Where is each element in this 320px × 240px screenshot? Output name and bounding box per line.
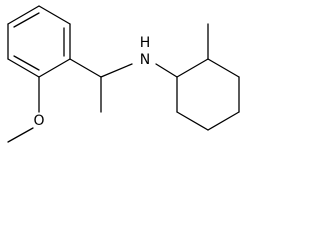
cyclohexane-bond-a bbox=[176, 58, 209, 78]
cyclohexane-ring bbox=[155, 23, 240, 131]
nitrogen-to-ring-bond bbox=[155, 63, 178, 78]
ethyl-linker bbox=[69, 58, 133, 113]
benzene-ring bbox=[7, 5, 71, 78]
hydrogen-atom-label: H bbox=[140, 35, 151, 51]
amine-nh-label: H N bbox=[140, 35, 151, 68]
cyclohexane-bond-d bbox=[207, 111, 240, 131]
ring-double-bond-3 bbox=[13, 55, 40, 71]
cyclohexane-bond-e bbox=[176, 111, 209, 131]
methoxy-group: O bbox=[7, 76, 45, 143]
oxygen-atom-label: O bbox=[33, 113, 44, 129]
ring-to-ch-bond bbox=[69, 58, 102, 78]
ring-bond-a bbox=[7, 5, 40, 25]
nitrogen-atom-label: N bbox=[140, 52, 150, 68]
ch-to-nitrogen-bond bbox=[100, 63, 133, 78]
oxygen-to-methyl-bond bbox=[7, 127, 34, 143]
ring-bond-e bbox=[7, 58, 40, 78]
cyclohexane-bond-b bbox=[207, 58, 240, 78]
ring-double-bond-1 bbox=[13, 12, 40, 28]
skeletal-structure: O H N bbox=[7, 5, 240, 143]
ring-bond-b bbox=[38, 5, 71, 25]
ring-bond-d bbox=[38, 58, 71, 78]
